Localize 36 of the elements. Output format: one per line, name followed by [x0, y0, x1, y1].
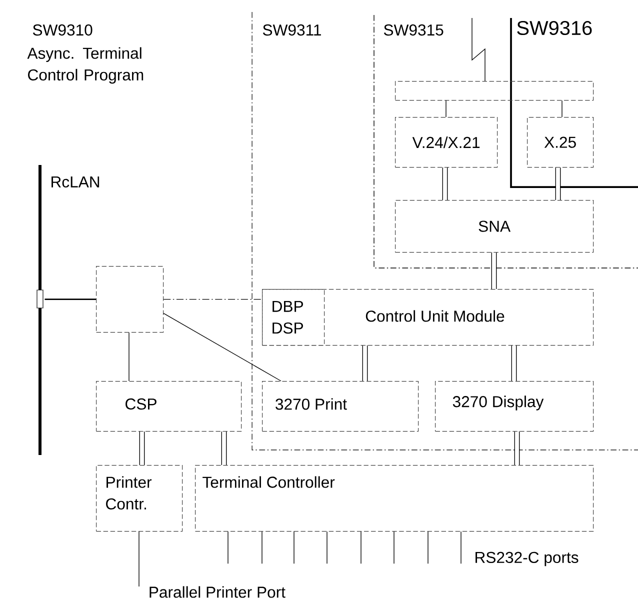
connector [138, 531, 140, 587]
module-box: 3270 Print [262, 381, 419, 432]
module-box: Printer Contr. [96, 465, 183, 532]
interface-box [96, 266, 164, 333]
connector [362, 346, 368, 381]
port-line [326, 531, 328, 564]
connector [514, 432, 520, 465]
connector [128, 332, 130, 382]
connector [139, 432, 145, 465]
region-label: SW9316 [517, 20, 592, 36]
connector [442, 168, 448, 200]
bus-label: RcLAN [52, 176, 100, 188]
bus-box [395, 81, 594, 101]
region-label: SW9310 [32, 24, 92, 36]
module-box: Terminal Controller [195, 465, 594, 532]
connector [491, 252, 497, 289]
port-label: RS232-C ports [476, 552, 578, 566]
port-label: Parallel Printer Port [150, 586, 286, 598]
connector [163, 298, 262, 300]
connector [163, 312, 282, 382]
compartment-box: DBP DSP [262, 289, 325, 346]
region-label: Async. Terminal Control Program [27, 47, 144, 84]
connector [555, 168, 561, 200]
region-label: SW9311 [262, 24, 321, 36]
connector [221, 432, 227, 465]
port-line [460, 531, 462, 564]
line-symbol [472, 18, 486, 82]
port-line [360, 531, 362, 564]
connector [511, 346, 517, 381]
module-box: 3270 Display [435, 381, 594, 432]
module-box: X.25 [527, 117, 594, 168]
module-box: SNA [395, 200, 594, 253]
module-box: CSP [96, 381, 242, 432]
connector [44, 298, 96, 300]
region-label: SW9315 [384, 24, 444, 36]
module-box: V.24/X.21 [395, 117, 498, 168]
